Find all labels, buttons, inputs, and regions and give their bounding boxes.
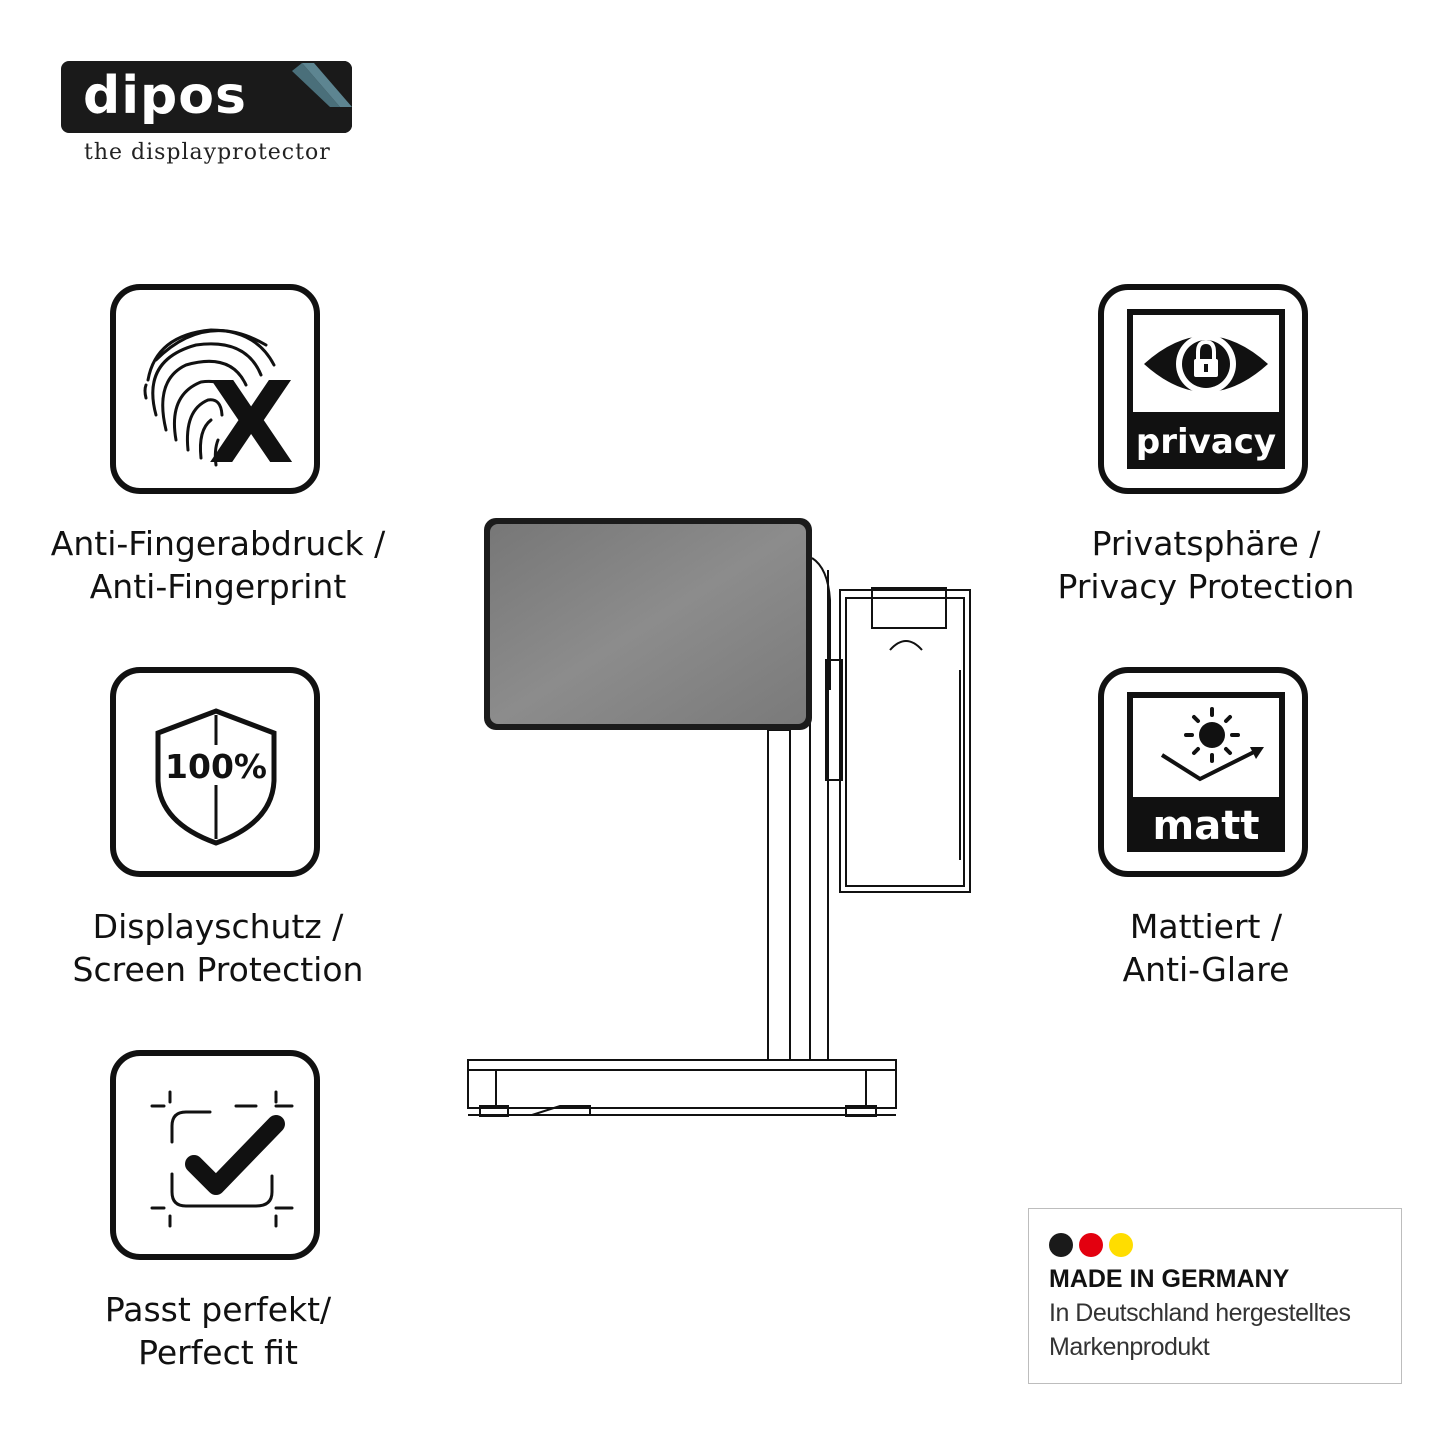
made-in-germany-line2: Markenprodukt [1049,1333,1210,1361]
flag-dot-gold [1109,1233,1133,1257]
privacy-caption-line1: Privatsphäre / [1091,524,1321,563]
perfect-fit-tile [110,1050,320,1260]
anti-fingerprint-caption-line1: Anti-Fingerabdruck / [50,524,386,563]
anti-fingerprint-caption: Anti-Fingerabdruck / Anti-Fingerprint [18,522,418,608]
shield-100-icon: 100% [155,708,277,846]
privacy-caption: Privatsphäre / Privacy Protection [1006,522,1406,608]
perfect-fit-caption-line2: Perfect fit [138,1333,298,1372]
brand-tagline: the displayprotector [84,140,331,165]
matte-caption: Mattiert / Anti-Glare [1006,905,1406,991]
privacy-caption-line2: Privacy Protection [1057,567,1355,606]
screen-protection-tile: 100% [110,667,320,877]
matte-tile: matt [1098,667,1308,877]
privacy-label: privacy [1136,422,1276,462]
screen-protection-caption-line2: Screen Protection [72,950,364,989]
made-in-germany-badge: MADE IN GERMANY In Deutschland hergestel… [1028,1208,1402,1384]
perfect-fit-caption: Passt perfekt/ Perfect fit [18,1288,418,1374]
anti-fingerprint-tile: X [110,284,320,494]
frame-check-icon [150,1090,294,1228]
screen-protection-caption-line1: Displayschutz / [92,907,344,946]
pos-terminal-illustration [467,518,971,1117]
privacy-tile: privacy [1098,284,1308,494]
made-in-germany-title: MADE IN GERMANY [1049,1265,1290,1293]
brand-logo: dipos [61,61,352,133]
flag-dot-red [1079,1233,1103,1257]
matte-caption-line1: Mattiert / [1129,907,1283,946]
matte-label: matt [1153,803,1260,849]
matte-caption-line2: Anti-Glare [1122,950,1290,989]
made-in-germany-line1: In Deutschland hergestelltes [1049,1299,1351,1327]
flag-dot-black [1049,1233,1073,1257]
fingerprint-x-icon: X [143,328,294,488]
eye-lock-icon: privacy [1127,309,1285,469]
brand-name: dipos [83,66,247,126]
svg-text:X: X [208,359,294,488]
display-screen [490,524,806,724]
perfect-fit-caption-line1: Passt perfekt/ [104,1290,332,1329]
logo-corner-fold-icon [292,61,352,133]
shield-badge-text: 100% [165,747,267,786]
anti-fingerprint-caption-line2: Anti-Fingerprint [89,567,347,606]
sun-reflection-icon: matt [1127,692,1285,852]
screen-protection-caption: Displayschutz / Screen Protection [18,905,418,991]
